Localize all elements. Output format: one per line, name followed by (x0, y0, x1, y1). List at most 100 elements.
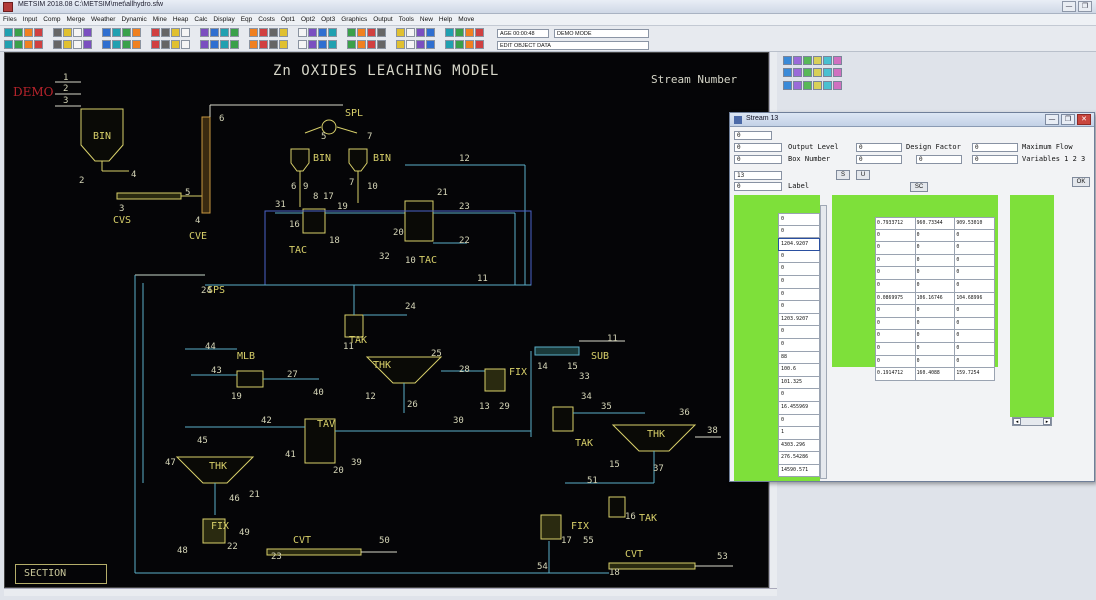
unit-label[interactable]: TAC (289, 245, 307, 256)
stream-value-cell[interactable]: 0 (778, 389, 820, 402)
unit-label[interactable]: SPL (345, 108, 363, 119)
phase-grid-cell[interactable]: 0 (875, 229, 916, 243)
toolbar-tool-icon[interactable] (132, 40, 141, 49)
left-field-2[interactable]: 0 (734, 155, 782, 164)
stream-number[interactable]: 1 (63, 73, 68, 83)
stream-value-cell[interactable]: 1 (778, 427, 820, 440)
scroll-left-arrow[interactable]: ◂ (1013, 418, 1021, 425)
palette-unit-icon[interactable] (783, 80, 792, 90)
toolbar-tool-icon[interactable] (230, 28, 239, 37)
menu-item[interactable]: Opt2 (301, 16, 316, 23)
toolbar-tool-icon[interactable] (475, 40, 484, 49)
stream-number[interactable]: 15 (609, 460, 620, 470)
toolbar-tool-icon[interactable] (406, 40, 415, 49)
toolbar-tool-icon[interactable] (14, 40, 23, 49)
stream-number[interactable]: 37 (653, 464, 664, 474)
unit-label[interactable]: TAK (575, 438, 593, 449)
menu-item[interactable]: Input (22, 16, 38, 23)
toolbar-tool-icon[interactable] (465, 28, 474, 37)
stream-number[interactable]: 26 (407, 400, 418, 410)
unit-label[interactable]: CVS (113, 215, 131, 226)
toolbar-tool-icon[interactable] (347, 28, 356, 37)
palette-unit-icon[interactable] (783, 68, 792, 78)
phase-grid-cell[interactable]: 0 (915, 342, 956, 356)
stream-number[interactable]: 29 (499, 402, 510, 412)
stream-number[interactable]: 16 (289, 220, 300, 230)
toolbar-tool-icon[interactable] (308, 40, 317, 49)
menu-item[interactable]: Mine (152, 16, 167, 23)
u-button[interactable]: U (856, 170, 870, 180)
stream-number[interactable]: 22 (227, 542, 238, 552)
stream-value-cell[interactable]: 1204.9207 (778, 238, 820, 251)
stream-value-cell[interactable]: 1203.9207 (778, 313, 820, 327)
box-number-field[interactable]: 0 (856, 155, 902, 164)
stream-value-cell[interactable]: 0 (778, 338, 820, 352)
toolbar-tool-icon[interactable] (426, 40, 435, 49)
phase-grid-cell[interactable]: 0 (875, 342, 916, 356)
toolbar-tool-icon[interactable] (259, 40, 268, 49)
stream-number[interactable]: 7 (367, 132, 372, 142)
toolbar-tool-icon[interactable] (53, 28, 62, 37)
palette-unit-icon[interactable] (803, 80, 812, 90)
unit-label[interactable]: CVE (189, 231, 207, 242)
phase-grid-cell[interactable]: 0 (875, 254, 916, 268)
toolbar-tool-icon[interactable] (83, 28, 92, 37)
menu-item[interactable]: Opt1 (280, 16, 295, 23)
unit-label[interactable]: BIN (373, 153, 391, 164)
stream-number[interactable]: 23 (459, 202, 470, 212)
stream-number[interactable]: 50 (379, 536, 390, 546)
phase-grid-cell[interactable]: 960.73344 (915, 217, 956, 230)
ok-button[interactable]: OK (1072, 177, 1090, 187)
stream-number[interactable]: 34 (581, 392, 592, 402)
unit-label[interactable]: THK (647, 429, 665, 440)
toolbar-tool-icon[interactable] (465, 40, 474, 49)
toolbar-tool-icon[interactable] (377, 40, 386, 49)
toolbar-tool-icon[interactable] (269, 40, 278, 49)
stream-number[interactable]: 7 (349, 178, 354, 188)
phase-grid-cell[interactable]: 0 (955, 279, 996, 293)
close-button[interactable]: ✕ (1077, 114, 1091, 125)
stream-value-cell[interactable]: 4303.296 (778, 439, 820, 453)
minimize-button[interactable]: — (1045, 114, 1059, 125)
phase-grid-cell[interactable]: 0 (955, 267, 996, 280)
stream-number[interactable]: 25 (431, 349, 442, 359)
phase-grid-cell[interactable]: 106.16746 (915, 292, 956, 306)
s-button[interactable]: S (836, 170, 850, 180)
toolbar-tool-icon[interactable] (122, 28, 131, 37)
menu-item[interactable]: Costs (258, 16, 275, 23)
stream-number[interactable]: 20 (333, 466, 344, 476)
stream-number[interactable]: 21 (437, 188, 448, 198)
palette-unit-icon[interactable] (803, 68, 812, 78)
unit-label[interactable]: BIN (93, 131, 111, 142)
stream-number[interactable]: 24 (201, 286, 212, 296)
toolbar-tool-icon[interactable] (122, 40, 131, 49)
stream-number[interactable]: 43 (211, 366, 222, 376)
phase-grid-cell[interactable]: 0 (875, 279, 916, 293)
stream-number[interactable]: 39 (351, 458, 362, 468)
scroll-right-arrow[interactable]: ▸ (1043, 418, 1051, 425)
phase-grid-cell[interactable]: 0 (955, 242, 996, 255)
toolbar-tool-icon[interactable] (279, 28, 288, 37)
unit-label[interactable]: THK (373, 360, 391, 371)
phase-grid-cell[interactable]: 0.7933712 (875, 217, 916, 230)
palette-unit-icon[interactable] (813, 68, 822, 78)
menu-item[interactable]: Opt3 (321, 16, 336, 23)
menu-item[interactable]: Graphics (341, 16, 368, 23)
toolbar-tool-icon[interactable] (151, 28, 160, 37)
stream-value-cell[interactable]: 16.455969 (778, 401, 820, 415)
stream-number[interactable]: 18 (329, 236, 340, 246)
stream-number[interactable]: 35 (601, 402, 612, 412)
palette-unit-icon[interactable] (823, 68, 832, 78)
toolbar-tool-icon[interactable] (161, 28, 170, 37)
phase-grid-cell[interactable]: 0 (915, 317, 956, 331)
toolbar-tool-icon[interactable] (34, 28, 43, 37)
stream-value-cell[interactable]: 0 (778, 288, 820, 302)
stream-number[interactable]: 41 (285, 450, 296, 460)
stream-number[interactable]: 13 (479, 402, 490, 412)
sc-button[interactable]: SC (910, 182, 928, 192)
toolbar-tool-icon[interactable] (181, 40, 190, 49)
unit-label[interactable]: TAK (349, 335, 367, 346)
menu-item[interactable]: Output (373, 16, 393, 23)
toolbar-tool-icon[interactable] (298, 40, 307, 49)
